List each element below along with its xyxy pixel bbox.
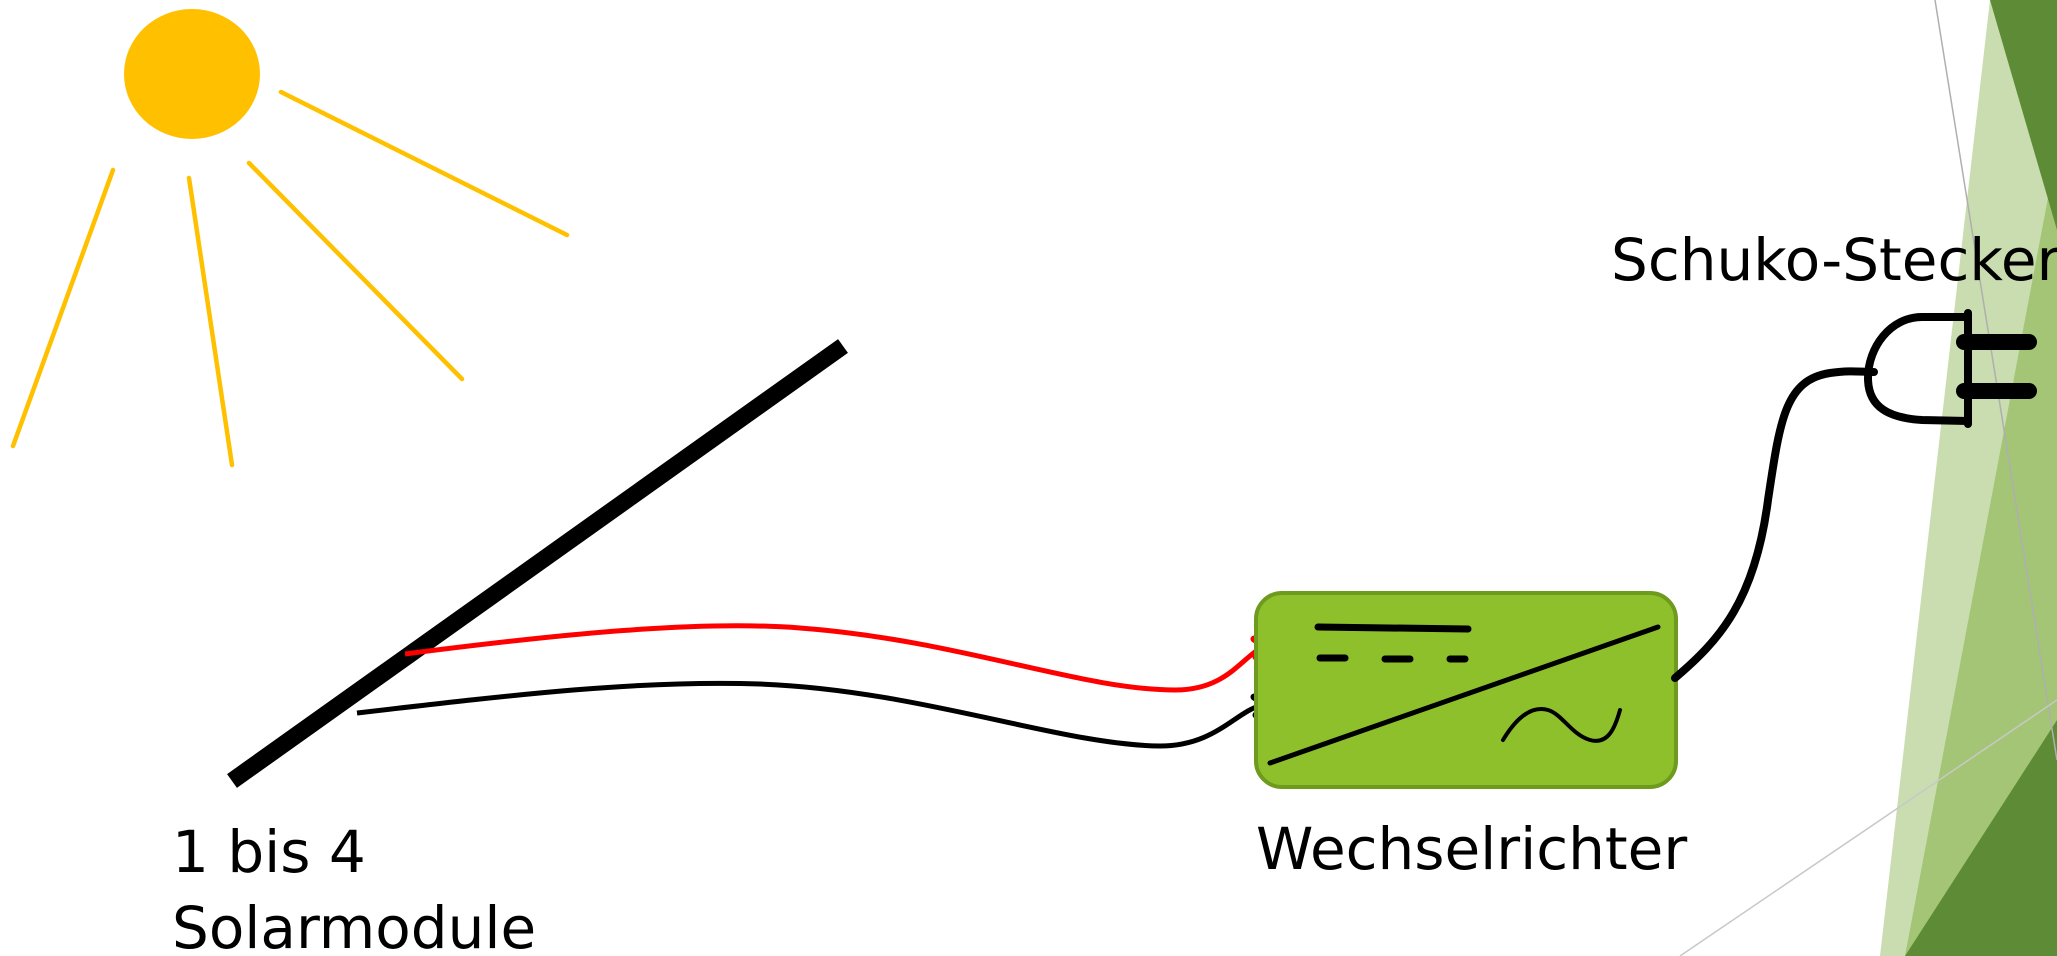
theme-thin-line-2 <box>1679 699 2057 956</box>
positive-dc-cable <box>404 623 1264 693</box>
theme-mid-triangle <box>1905 150 2057 956</box>
solar-modules-label-line2: Solarmodule <box>172 894 536 956</box>
solar-modules-label-line1: 1 bis 4 <box>172 818 366 886</box>
dc-symbol-dashed-line <box>1316 654 1469 663</box>
ac-symbol-sine <box>1501 707 1622 743</box>
inverter-label: Wechselrichter <box>1256 815 1687 883</box>
inverter-diagonal <box>1267 624 1661 766</box>
plug-body <box>1863 313 1972 425</box>
negative-dc-cable <box>356 680 1263 749</box>
theme-decoration <box>1679 0 2057 956</box>
sun-ray-4 <box>278 89 570 238</box>
solar-panel-icon <box>227 339 848 788</box>
sun-ray-2 <box>186 175 235 468</box>
sun-disc <box>124 9 260 139</box>
theme-dark-triangle-top <box>1990 0 2057 230</box>
sun-icon <box>10 9 570 468</box>
dc-symbol-solid-line <box>1314 623 1472 633</box>
inverter-icon <box>1254 591 1678 789</box>
sun-ray-1 <box>10 167 116 449</box>
ac-cable <box>1671 367 1878 682</box>
theme-dark-triangle-bottom <box>1905 720 2057 956</box>
sun-ray-3 <box>246 160 465 382</box>
inverter-box <box>1254 591 1678 789</box>
theme-thin-line-1 <box>1934 0 2057 761</box>
plug-label: Schuko-Stecker <box>1611 226 2057 294</box>
schuko-plug-icon <box>1863 309 2037 428</box>
